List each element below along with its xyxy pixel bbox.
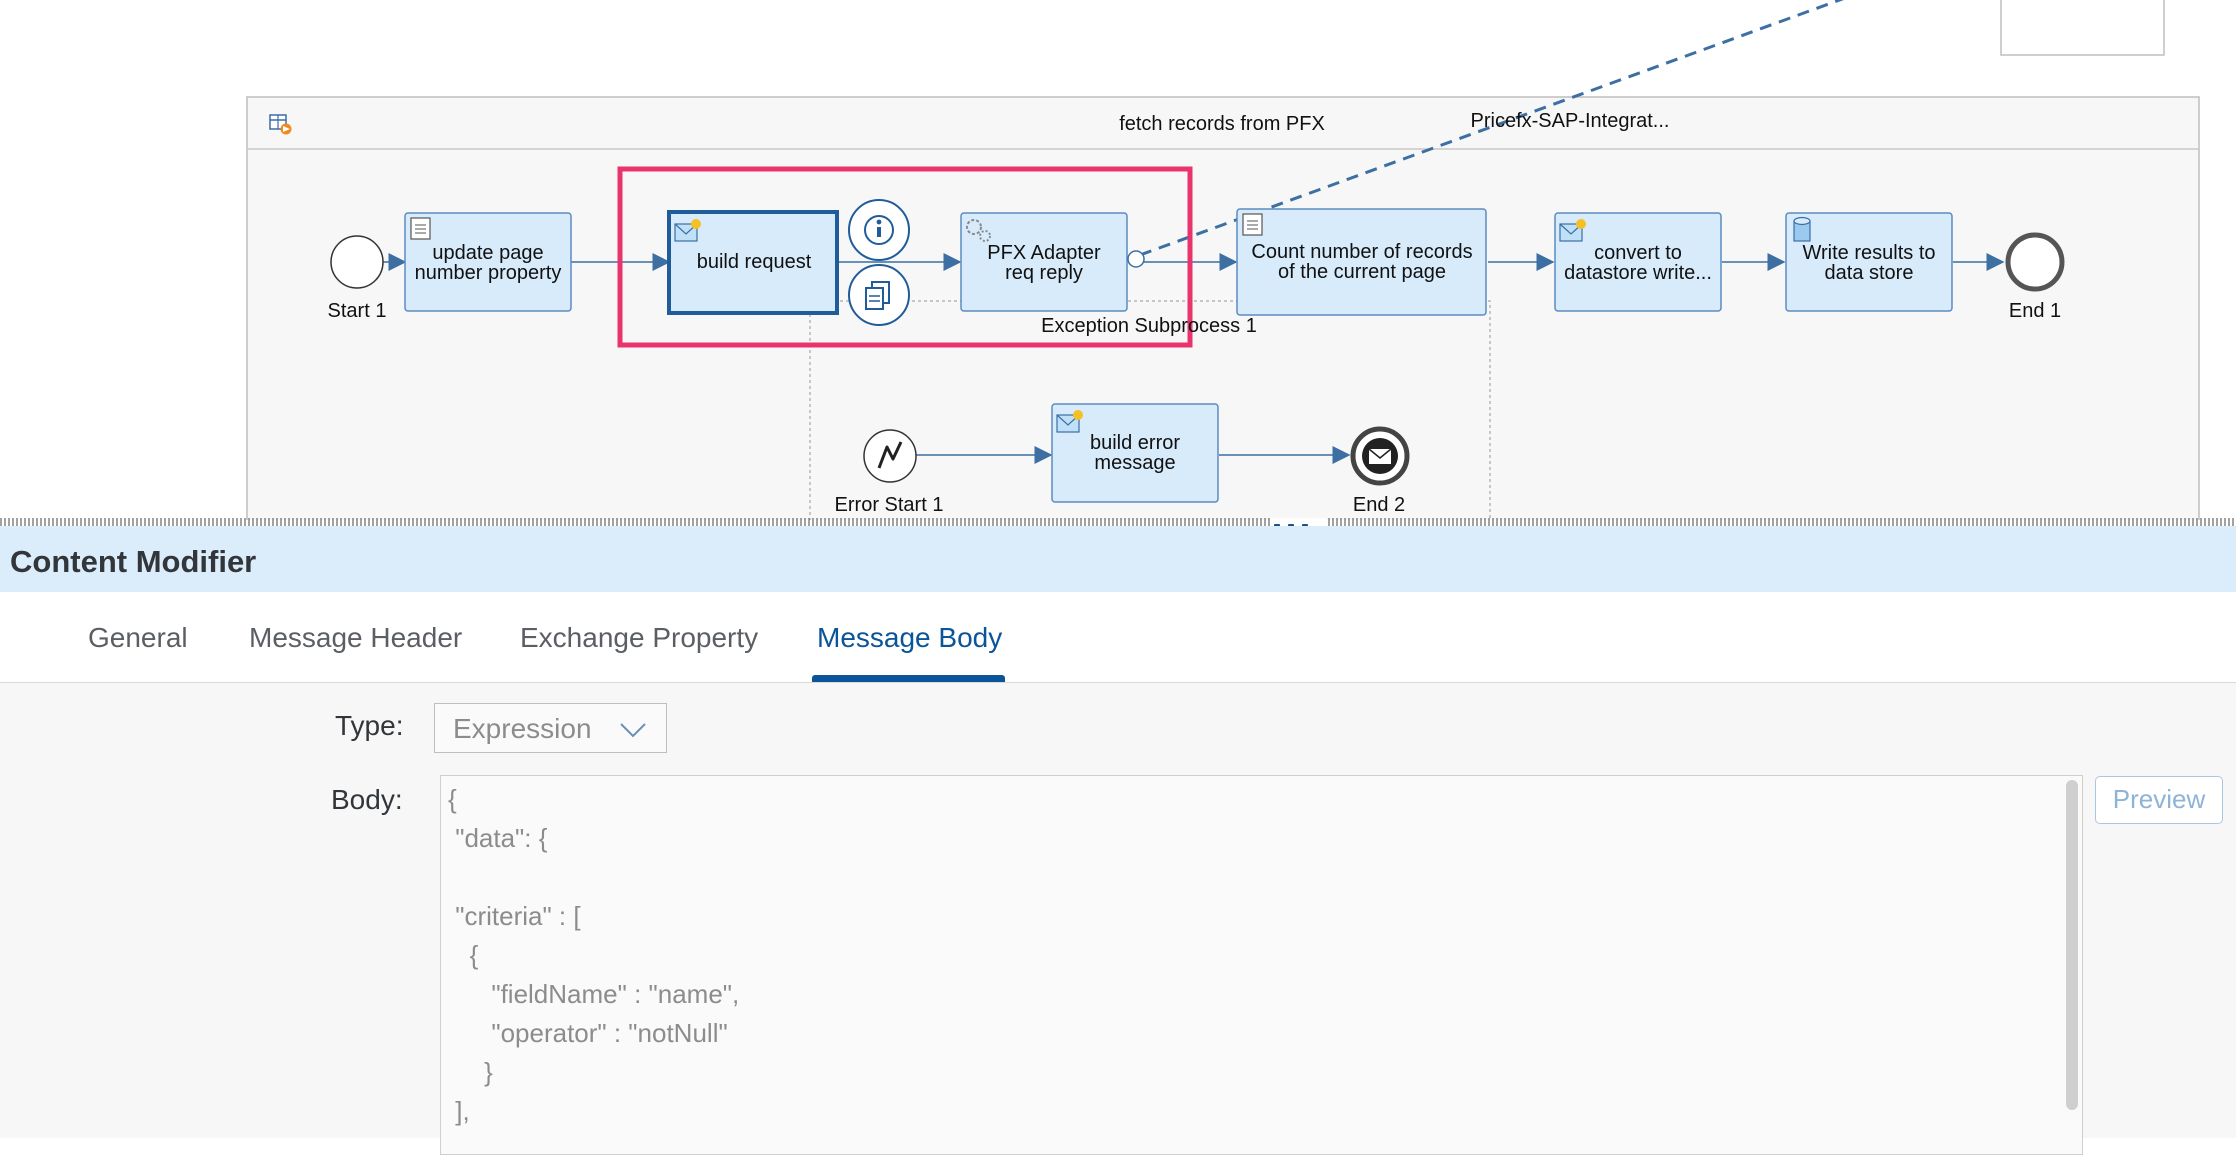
content-modifier-icon [674, 219, 701, 242]
end-event-label: End 1 [2009, 300, 2061, 322]
active-tab-indicator [812, 675, 1005, 682]
property-tabs: General Message Header Exchange Property… [0, 592, 2236, 683]
selection-highlight [617, 166, 1193, 348]
svg-text:Count number of records: Count number of records [1251, 241, 1472, 263]
svg-text:update page: update page [432, 242, 543, 264]
error-start-label: Error Start 1 [835, 494, 944, 516]
exception-subprocess[interactable] [809, 300, 1491, 520]
svg-text:datastore write...: datastore write... [1564, 262, 1712, 284]
tab-message-header[interactable]: Message Header [249, 622, 463, 653]
svg-text:number property: number property [415, 262, 562, 284]
svg-text:build error: build error [1090, 432, 1180, 454]
info-icon[interactable] [848, 199, 910, 261]
message-flow-connector[interactable] [1127, 250, 1145, 268]
start-event[interactable] [330, 235, 384, 289]
properties-panel-header: Content Modifier [0, 526, 2236, 592]
step-update-page-number[interactable]: update page number property [404, 212, 572, 312]
preview-button[interactable]: Preview [2095, 776, 2223, 824]
step-count-records[interactable]: Count number of records of the current p… [1236, 208, 1487, 316]
start-event-label: Start 1 [328, 300, 387, 322]
chevron-down-icon [620, 723, 646, 738]
step-convert-datastore[interactable]: convert to datastore write... [1554, 212, 1722, 312]
end-event[interactable] [2005, 232, 2065, 292]
message-body-form: Type: Expression Body: { "data": { "crit… [0, 683, 2236, 1155]
body-text[interactable]: { "data": { "criteria" : [ { "fieldName"… [448, 784, 740, 1126]
svg-text:PFX Adapter: PFX Adapter [987, 242, 1101, 264]
database-icon [1793, 216, 1811, 242]
gears-icon [966, 219, 991, 242]
step-pfx-adapter[interactable]: PFX Adapter req reply [960, 212, 1128, 312]
end-event-2-label: End 2 [1353, 494, 1405, 516]
process-settings-icon[interactable] [269, 114, 292, 135]
svg-text:req reply: req reply [1005, 262, 1083, 284]
subprocess-label: Exception Subprocess 1 [1041, 315, 1257, 337]
body-label: Body: [331, 784, 403, 815]
svg-text:data store: data store [1825, 262, 1914, 284]
splitter-grip-icon[interactable] [1270, 518, 1326, 530]
svg-text:of the current page: of the current page [1278, 261, 1446, 283]
type-label: Type: [335, 710, 404, 741]
svg-text:message: message [1094, 452, 1175, 474]
step-write-data-store[interactable]: Write results to data store [1785, 212, 1953, 312]
type-select[interactable]: Expression [434, 703, 667, 753]
error-start-event[interactable] [863, 429, 917, 483]
script-icon [410, 217, 431, 240]
svg-text:Write results to: Write results to [1803, 242, 1936, 264]
step-build-error-message[interactable]: build error message [1051, 403, 1219, 503]
integration-process-label: fetch records from PFX [1119, 113, 1325, 135]
tab-exchange-property[interactable]: Exchange Property [520, 622, 759, 653]
tab-general[interactable]: General [88, 622, 188, 653]
error-end-event[interactable] [1350, 426, 1410, 486]
content-modifier-icon [1056, 410, 1083, 433]
receiver-label: Pricefx-SAP-Integrat... [1471, 110, 1670, 132]
content-modifier-icon [1559, 219, 1586, 242]
panel-splitter[interactable] [0, 518, 2236, 526]
svg-text:build request: build request [697, 251, 812, 273]
editor-scrollbar[interactable] [2066, 780, 2078, 1110]
svg-text:convert to: convert to [1594, 242, 1682, 264]
copy-icon[interactable] [848, 264, 910, 326]
body-editor[interactable]: { "data": { "criteria" : [ { "fieldName"… [440, 775, 2083, 1155]
tab-message-body[interactable]: Message Body [817, 622, 1003, 653]
step-build-request[interactable]: build request [667, 210, 839, 315]
process-canvas[interactable]: fetch records from PFX Pricefx-SAP-Integ… [0, 0, 2236, 520]
script-icon [1242, 213, 1263, 236]
receiver-box[interactable] [2000, 0, 2165, 56]
type-select-value: Expression [453, 713, 592, 744]
panel-title: Content Modifier [10, 544, 257, 579]
integration-flow-diagram: fetch records from PFX Pricefx-SAP-Integ… [246, 0, 2200, 520]
